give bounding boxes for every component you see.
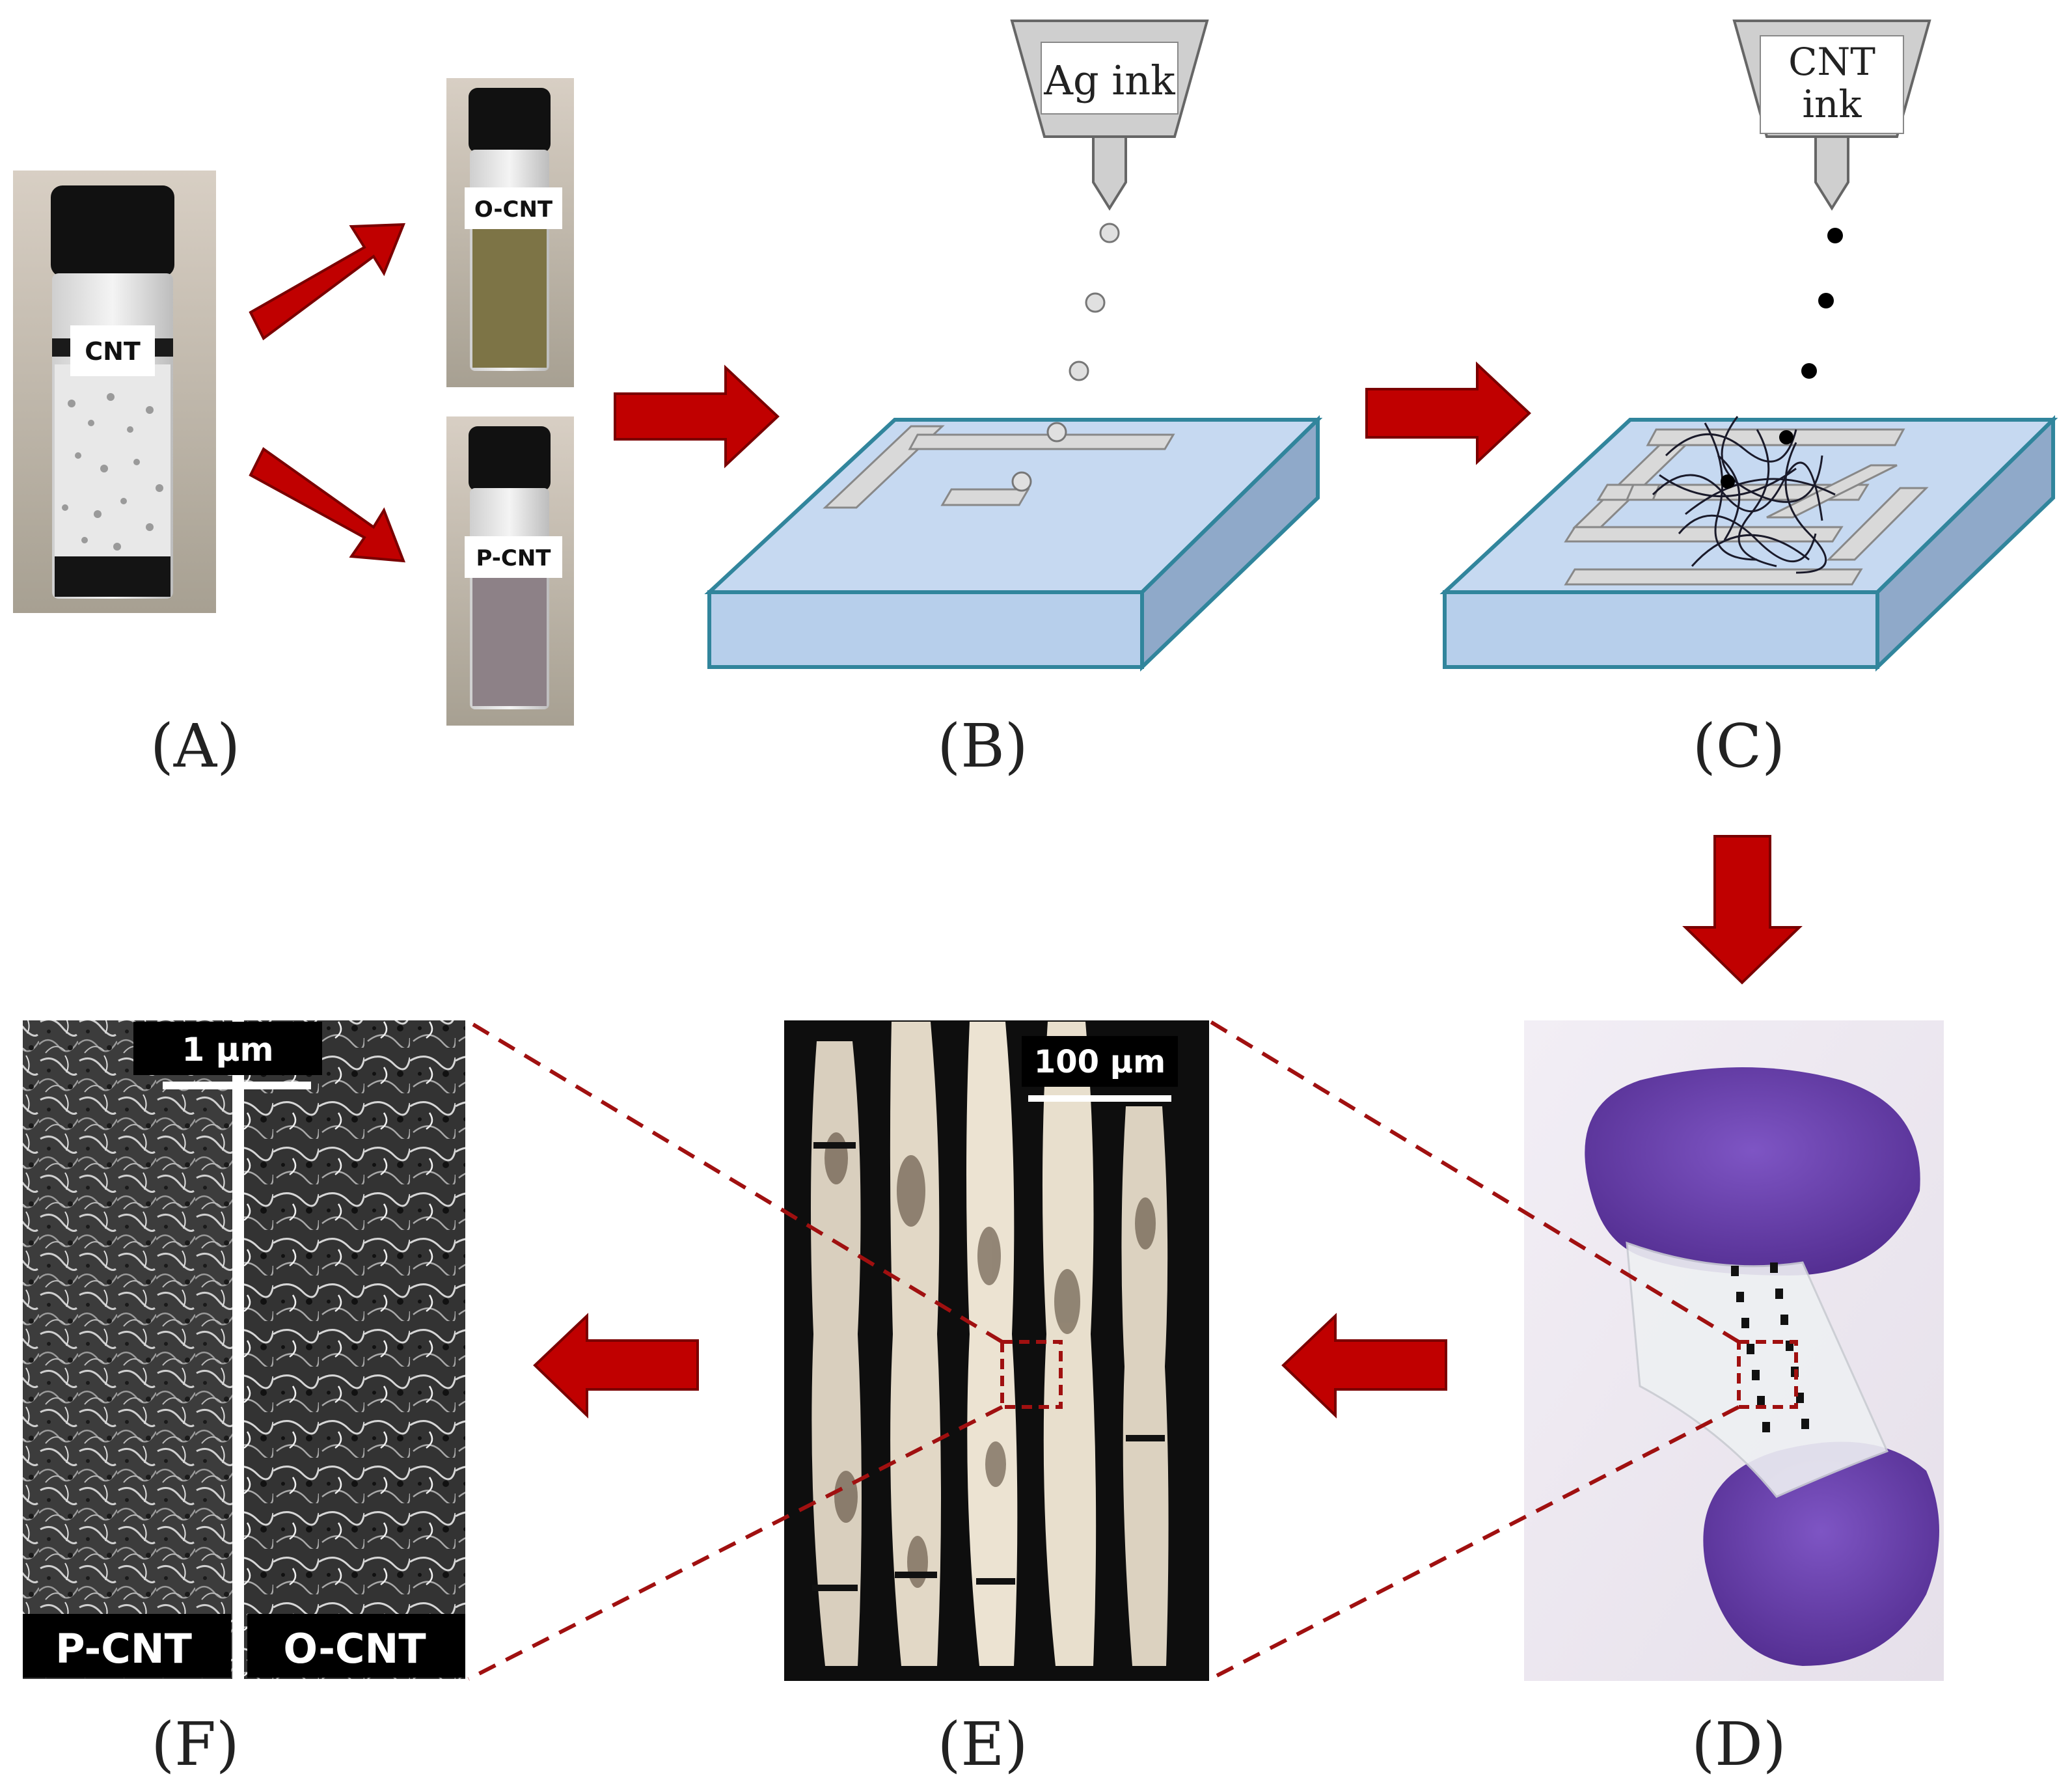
- scale-bar-f-label: 1 µm: [182, 1031, 273, 1069]
- cnt-droplet: [1827, 228, 1843, 243]
- p-cnt-vial-label: P-CNT: [476, 545, 551, 571]
- sem-image-o-cnt: [244, 1020, 465, 1679]
- sem-divider: [232, 1020, 244, 1679]
- panel-label-a: (A): [150, 711, 240, 781]
- cnt-network: [1652, 416, 1836, 574]
- ag-droplet: [1069, 361, 1089, 381]
- panel-f: 1 µm P-CNT O-CNT (F): [23, 1020, 465, 1779]
- zoom-line: [1209, 1405, 1740, 1681]
- panel-label-d: (D): [1691, 1710, 1786, 1779]
- cnt-droplet: [1801, 363, 1817, 379]
- scale-bar-e-box: [1022, 1036, 1178, 1087]
- substrate-b: [704, 415, 1323, 672]
- glove-lower-finger: [1703, 1441, 1939, 1666]
- line-defects: [825, 1132, 1156, 1588]
- sem-label-left-box: [23, 1614, 231, 1678]
- cnt-ink-label-line1: CNT: [1788, 40, 1875, 84]
- sem-label-right-box: [247, 1614, 465, 1678]
- sem-label-p-cnt: P-CNT: [55, 1625, 192, 1672]
- panel-d: (D): [1524, 1020, 1944, 1779]
- cnt-droplet: [1818, 293, 1834, 308]
- scale-bar-f-box: [133, 1022, 322, 1075]
- glove-upper-finger: [1585, 1067, 1920, 1275]
- zoom-line: [1209, 1020, 1740, 1344]
- cnt-vial-label: CNT: [85, 337, 141, 366]
- o-cnt-vial-label: O-CNT: [474, 197, 553, 223]
- arrow-up-right: [249, 223, 405, 341]
- zoom-line: [467, 1405, 1003, 1681]
- interdigitated-electrodes: [1564, 428, 1929, 586]
- panel-label-e: (E): [938, 1710, 1028, 1779]
- scale-bar-e-label: 100 µm: [1034, 1044, 1166, 1080]
- p-cnt-label-bg: [465, 536, 562, 578]
- arrow-e-to-f: [533, 1313, 699, 1419]
- cnt-ink-label-line2: ink: [1802, 82, 1862, 126]
- panel-label-b: (B): [937, 711, 1028, 781]
- arrow-b-to-c: [1365, 361, 1531, 465]
- panel-e: 100 µm (E): [784, 1020, 1209, 1779]
- panel-c: CNT ink: [1439, 20, 2058, 781]
- zoom-line: [467, 1020, 1003, 1344]
- sem-image-p-cnt: [23, 1020, 232, 1679]
- cnt-vial-photo: [13, 171, 216, 613]
- ag-droplet: [1099, 223, 1120, 243]
- ag-ink-label: Ag ink: [1043, 57, 1175, 104]
- arrow-d-to-e: [1281, 1313, 1447, 1419]
- o-cnt-vial-photo: [446, 78, 574, 387]
- ag-electrodes-partial: [823, 425, 1175, 509]
- arrow-c-to-d: [1682, 835, 1803, 985]
- substrate-c: [1439, 415, 2058, 672]
- arrow-a-to-b: [614, 364, 780, 469]
- panel-label-f: (F): [151, 1710, 239, 1779]
- zoom-box-e: [1000, 1340, 1063, 1409]
- ag-droplet: [1085, 292, 1106, 313]
- zoom-box-d: [1737, 1340, 1798, 1409]
- line-breaks: [812, 1142, 1165, 1591]
- panel-a: CNT O-CNT P-CNT (A): [13, 78, 574, 781]
- o-cnt-label-bg: [465, 187, 562, 229]
- arrow-down-right: [249, 447, 406, 563]
- sem-label-o-cnt: O-CNT: [283, 1625, 426, 1672]
- panel-label-c: (C): [1693, 711, 1785, 781]
- panel-b: Ag ink (B): [704, 20, 1323, 781]
- cnt-vial-label-bg: [70, 325, 155, 376]
